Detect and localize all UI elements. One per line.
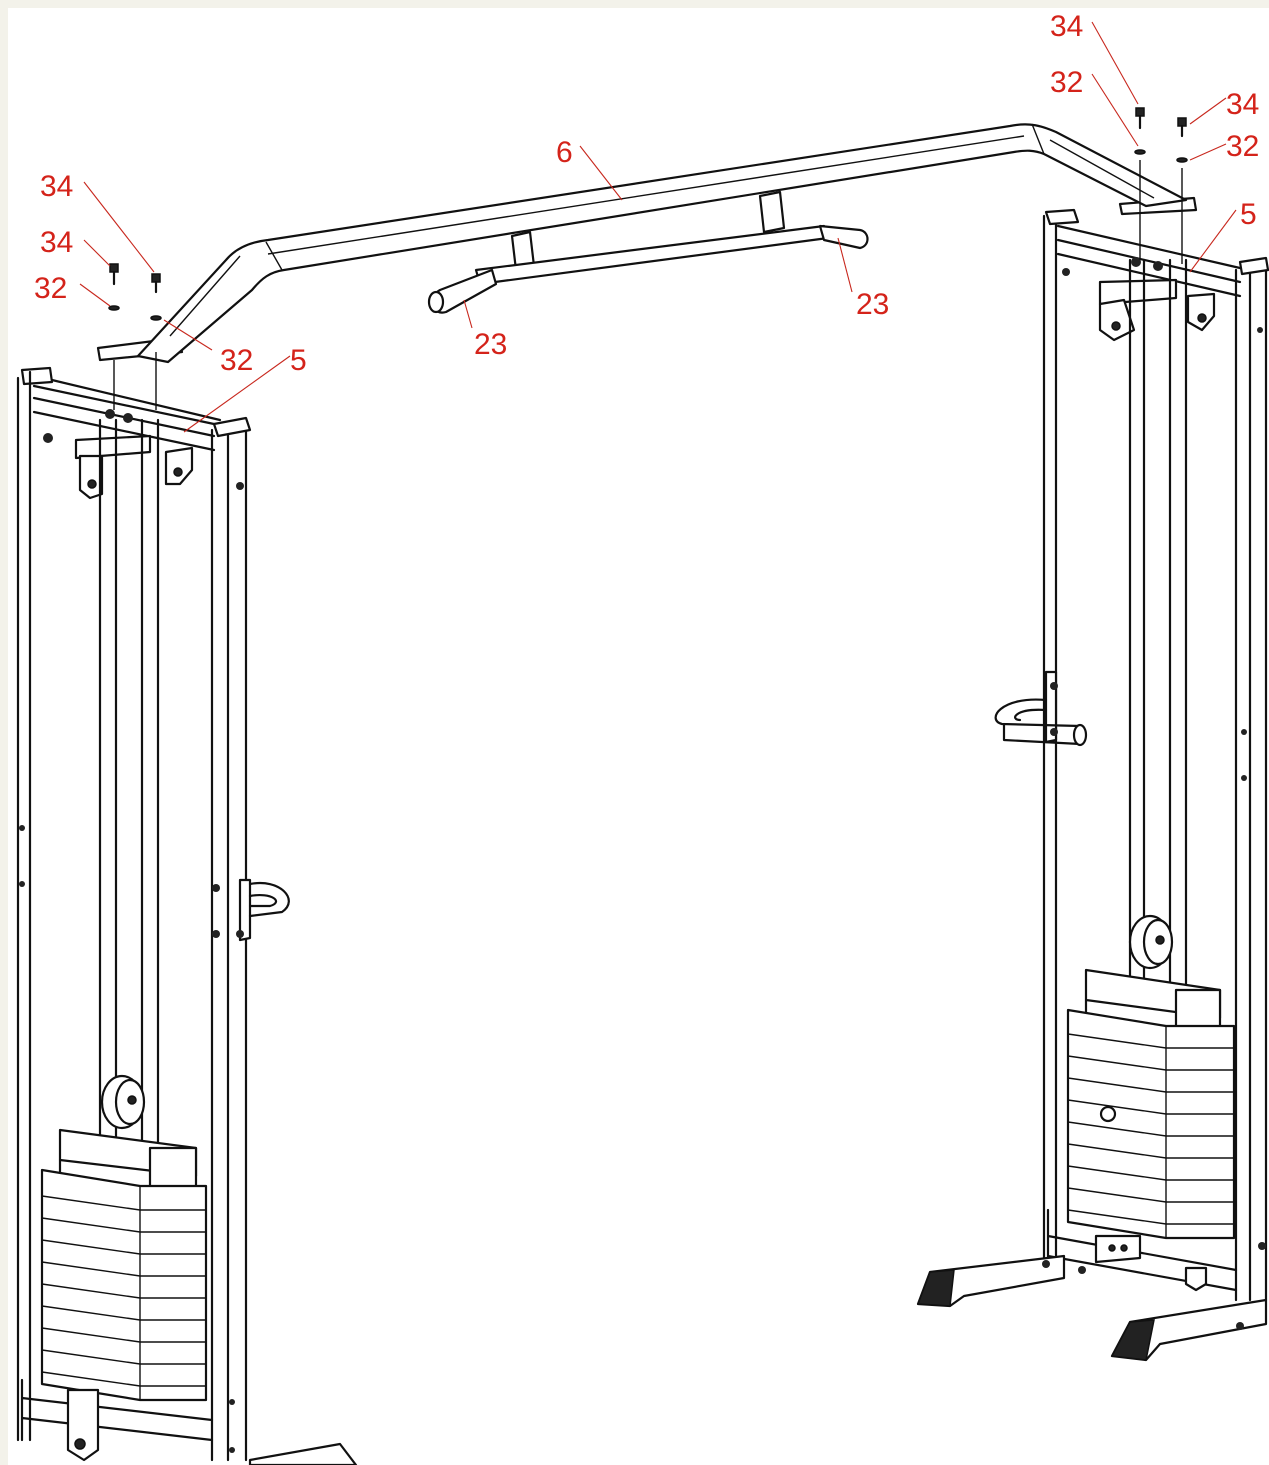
- callout-top-right-bolt-a: 34: [1050, 10, 1083, 43]
- callout-crossbar: 6: [556, 136, 573, 169]
- callout-left-washer-b: 32: [220, 344, 253, 377]
- right-tower: [916, 208, 1269, 1362]
- callout-left-washer-a: 32: [34, 272, 67, 305]
- callout-top-right-bolt-b: 34: [1226, 88, 1259, 121]
- callout-labels: 34 32 34 32 5 6 34 34 32 32 5 23 23: [34, 10, 1259, 377]
- left-weight-stack: [40, 1168, 208, 1402]
- right-weight-stack: [1066, 1008, 1236, 1240]
- callout-left-bolt-b: 34: [40, 226, 73, 259]
- callout-leaders: [79, 21, 1237, 433]
- callout-left-upright: 5: [290, 344, 307, 377]
- callout-right-upright: 5: [1240, 198, 1257, 231]
- callout-handle-right: 23: [856, 288, 889, 321]
- crossbar: [96, 123, 1198, 364]
- callout-top-right-washer-a: 32: [1050, 66, 1083, 99]
- fasteners: [108, 107, 1188, 410]
- callout-handle-left: 23: [474, 328, 507, 361]
- left-tower: [16, 366, 358, 1465]
- callout-top-right-washer-b: 32: [1226, 130, 1259, 163]
- callout-left-bolt-a: 34: [40, 170, 73, 203]
